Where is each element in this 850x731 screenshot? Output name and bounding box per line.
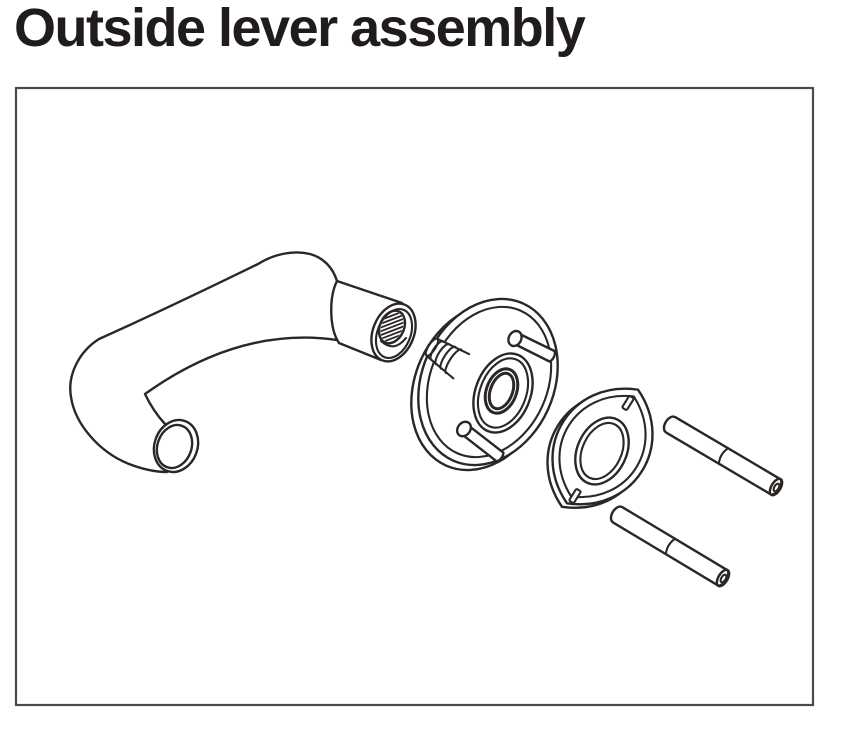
hub-junction-edge	[330, 279, 341, 345]
bolt-end-hole	[772, 482, 781, 493]
page-title: Outside lever assembly	[14, 0, 586, 58]
lever-outline	[69, 251, 404, 474]
thread-line	[434, 342, 451, 366]
lever-hub-face	[370, 302, 417, 363]
hub-bottom-edge	[337, 341, 383, 362]
post-head	[507, 329, 523, 348]
gasket-face	[551, 387, 654, 506]
threaded-spindle	[424, 337, 471, 380]
gasket-hole-outer	[574, 416, 630, 486]
bolt-end-face	[768, 477, 784, 497]
figure-border	[14, 86, 815, 707]
gasket-slot-bottom	[568, 488, 582, 504]
lever-open-end	[152, 418, 200, 474]
bolt-end-hole	[719, 573, 728, 584]
spindle-hole-inner	[487, 371, 516, 411]
spindle-hole-outer	[483, 367, 520, 415]
thread-line	[429, 340, 445, 362]
rose-mounting-post-top	[507, 329, 557, 363]
gasket-slot-top	[621, 395, 635, 411]
bolt-joint-line	[664, 537, 677, 556]
thread-line	[439, 345, 457, 370]
bolt-end-face	[715, 568, 731, 588]
bolt-joint-line	[717, 447, 730, 465]
gasket-plate	[546, 387, 654, 509]
thread-line	[444, 348, 463, 375]
post-head	[455, 420, 473, 438]
rose-plate	[410, 297, 559, 472]
lever-inner-edge	[143, 336, 339, 426]
lever-handle	[69, 251, 417, 474]
gasket-face-inset	[558, 394, 647, 499]
through-bolt-bottom	[609, 505, 731, 588]
gasket-hole-inner	[579, 421, 625, 481]
rose-mounting-post-bottom	[455, 420, 505, 463]
through-bolt-top	[662, 415, 784, 497]
hub-counterbore-arc	[379, 336, 408, 348]
rose-center-boss	[472, 352, 534, 434]
hub-threaded-hole	[377, 309, 407, 345]
